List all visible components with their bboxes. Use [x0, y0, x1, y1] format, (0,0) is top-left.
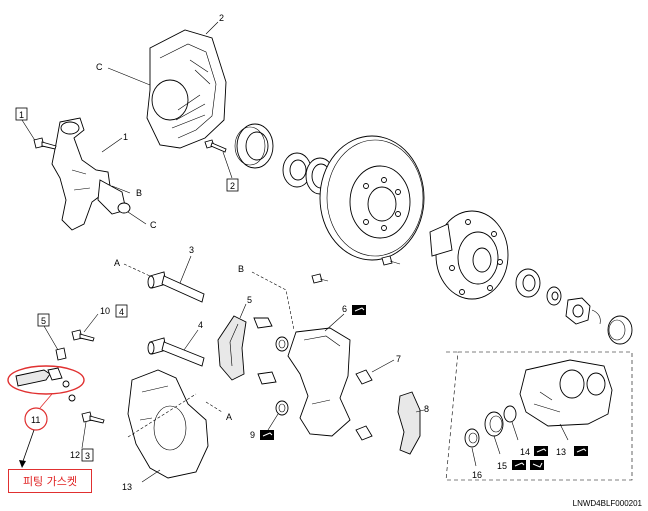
grease-cap	[607, 315, 633, 345]
callout-5: 5	[247, 295, 252, 305]
thrust-washer	[546, 286, 562, 306]
fitting-gasket-note: 피팅 가스켓	[8, 469, 92, 493]
inset-detail	[445, 351, 633, 481]
callout-14: 14	[520, 447, 530, 457]
brake-pad-outer	[397, 391, 421, 455]
callout-3: 3	[189, 245, 194, 255]
callout-2: 2	[219, 13, 224, 23]
dust-shield	[146, 29, 227, 149]
outer-bearing	[515, 268, 541, 298]
callout-7: 7	[396, 354, 401, 364]
callout-8: 8	[424, 404, 429, 414]
callout-13-inset: 13	[556, 447, 566, 457]
caliper-bracket	[287, 327, 351, 437]
caliper-bolt-upper	[71, 329, 95, 342]
callout-6: 6	[342, 304, 347, 314]
knuckle-bolt	[33, 137, 57, 150]
grease-icon	[352, 305, 366, 315]
ref-a-upper: A	[114, 258, 120, 268]
grease-icon	[260, 430, 274, 440]
shield-bolt	[204, 139, 227, 153]
bleeder-screw	[55, 347, 67, 361]
pin-boot-upper	[275, 336, 289, 352]
boxed-1: 1	[19, 110, 24, 120]
wheel-hub	[429, 210, 509, 300]
guide-pin-upper	[147, 271, 205, 303]
callout-15: 15	[497, 461, 507, 471]
lubricant-icon	[530, 460, 544, 470]
guide-pin-lower	[147, 337, 205, 367]
ref-b-knuckle: B	[136, 188, 142, 198]
boxed-3: 3	[85, 451, 90, 461]
pad-clip-upper	[253, 317, 273, 329]
pad-retainer-clips	[355, 369, 373, 441]
figure-code: LNWD4BLF000201	[572, 499, 642, 508]
callout-4: 4	[198, 320, 203, 330]
callout-9: 9	[250, 430, 255, 440]
brake-hose-fitting	[15, 367, 76, 402]
ref-b-bracket: B	[238, 264, 244, 274]
cotter-pin	[591, 309, 601, 325]
brake-pad-inner	[217, 315, 247, 381]
hub-studs	[311, 255, 401, 284]
oil-seal	[234, 123, 274, 169]
boxed-5: 5	[41, 316, 46, 326]
boxed-4: 4	[119, 307, 124, 317]
callout-1: 1	[123, 132, 128, 142]
callout-13: 13	[122, 482, 132, 492]
highlight-ellipse	[7, 365, 85, 395]
steering-knuckle	[51, 117, 131, 231]
grease-icon	[574, 446, 588, 456]
pin-boot-lower	[275, 400, 289, 416]
callout-11-circle	[24, 407, 48, 431]
boxed-2: 2	[230, 181, 235, 191]
grease-icon	[534, 446, 548, 456]
caliper-housing	[127, 369, 209, 479]
callout-16: 16	[472, 470, 482, 480]
ref-c-knuckle: C	[150, 220, 157, 230]
note-text: 피팅 가스켓	[22, 475, 78, 488]
pad-clip-lower	[257, 371, 277, 385]
ref-c-top: C	[96, 62, 103, 72]
callout-12: 12	[70, 450, 80, 460]
grease-icon	[512, 460, 526, 470]
callout-11: 11	[31, 415, 40, 425]
caliper-bolt-lower	[81, 411, 105, 424]
brake-disc	[319, 135, 425, 261]
callout-10: 10	[100, 306, 110, 316]
castle-nut	[565, 297, 591, 325]
ref-a-caliper: A	[226, 412, 232, 422]
